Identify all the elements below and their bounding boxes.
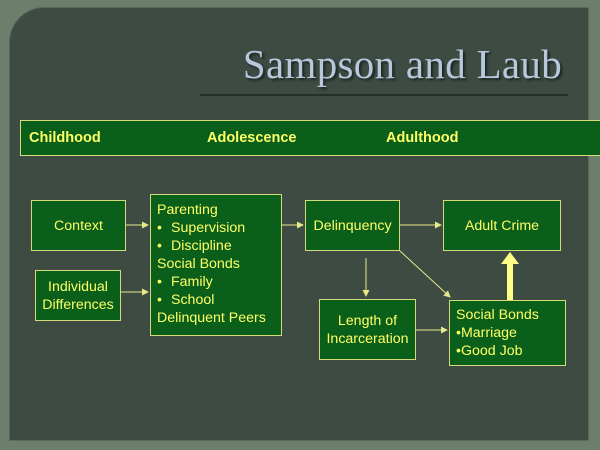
bullet-icon: •	[157, 292, 162, 308]
stage-childhood: Childhood	[29, 130, 101, 146]
bond-heading: Social Bonds	[456, 307, 539, 323]
node-context-label: Context	[54, 217, 103, 234]
factor-heading-social-bonds: Social Bonds	[157, 256, 240, 272]
factor-item-family: •Family	[157, 274, 213, 290]
bullet-icon: •	[456, 343, 461, 359]
factor-item-school: •School	[157, 292, 215, 308]
bullet-icon: •	[157, 220, 162, 236]
node-delinquency-label: Delinquency	[313, 217, 392, 234]
node-individual-line-1: Individual	[48, 278, 108, 295]
node-individual-line-2: Differences	[42, 296, 114, 313]
arrow-social-bonds-to-adult-crime	[501, 252, 519, 300]
bond-item-good-job: •Good Job	[456, 343, 523, 359]
arrow-delinquency-to-social-bonds	[399, 250, 451, 298]
node-context: Context	[31, 200, 126, 251]
stage-adulthood: Adulthood	[386, 130, 459, 146]
factor-heading-parenting: Parenting	[157, 202, 218, 218]
node-delinquency: Delinquency	[305, 200, 400, 251]
node-adult-social-bonds: Social Bonds •Marriage •Good Job	[449, 300, 566, 366]
bullet-icon: •	[157, 238, 162, 254]
stage-adolescence: Adolescence	[207, 130, 297, 146]
node-length-of-incarceration: Length of Incarceration	[319, 299, 416, 360]
node-incarceration-line-2: Incarceration	[326, 330, 409, 347]
factor-item-supervision: •Supervision	[157, 220, 246, 236]
slide-title: Sampson and Laub	[242, 41, 562, 87]
factor-heading-delinquent-peers: Delinquent Peers	[157, 310, 266, 326]
title-underline	[200, 94, 568, 96]
factor-item-discipline: •Discipline	[157, 238, 232, 254]
node-adult-crime-label: Adult Crime	[464, 217, 540, 234]
node-individual-differences: Individual Differences	[35, 270, 121, 321]
node-adult-crime: Adult Crime	[443, 200, 561, 251]
stage-band: Childhood Adolescence Adulthood	[20, 120, 600, 156]
node-incarceration-line-1: Length of	[337, 312, 398, 329]
bond-item-marriage: •Marriage	[456, 325, 517, 341]
node-childhood-factors: Parenting •Supervision •Discipline Socia…	[150, 194, 282, 336]
bullet-icon: •	[456, 325, 461, 341]
bullet-icon: •	[157, 274, 162, 290]
